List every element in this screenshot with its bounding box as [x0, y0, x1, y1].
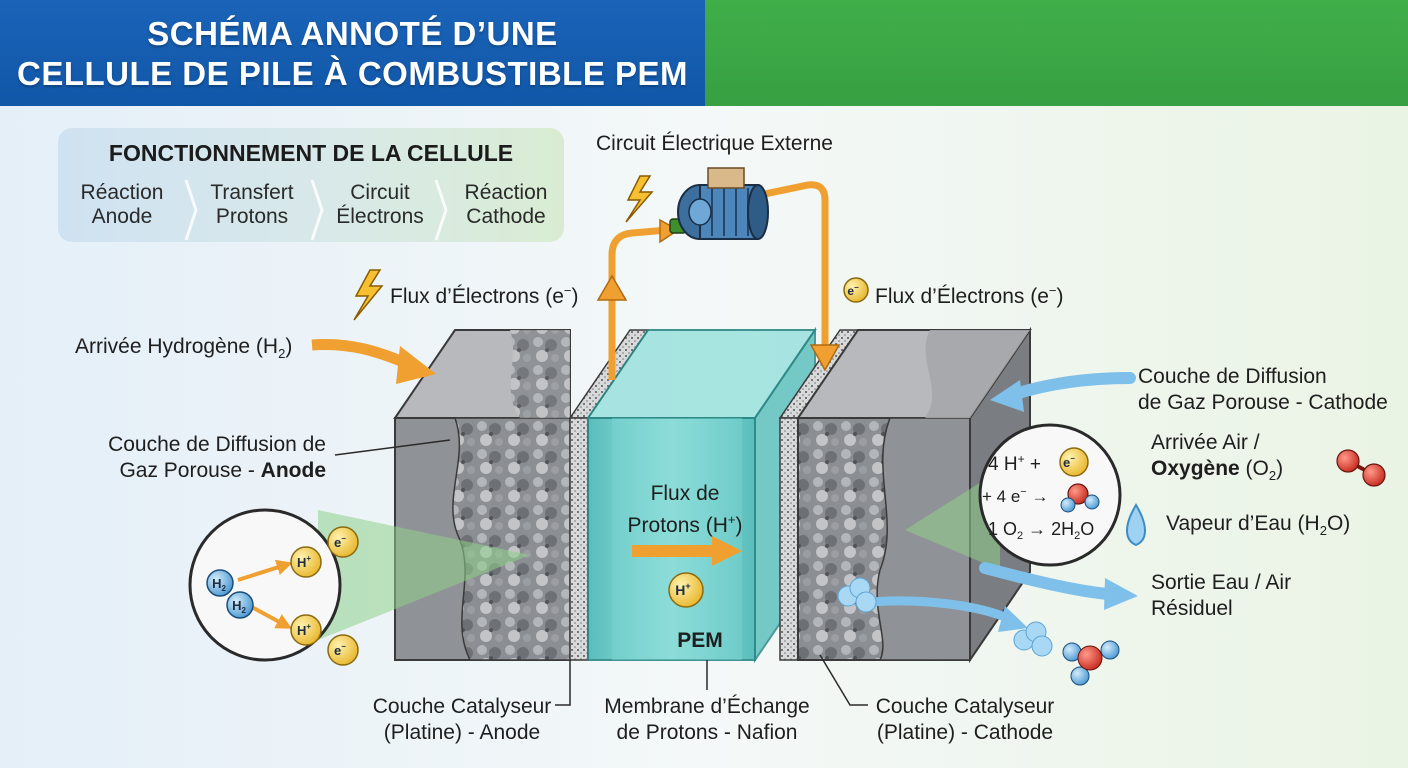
water-vapor-label: Vapeur d’Eau (H2O)	[1166, 511, 1350, 544]
cathode-catalyst-label: Couche Catalyseur (Platine) - Cathode	[870, 694, 1060, 746]
exit-arrowhead	[1104, 578, 1138, 610]
membrane-label: Membrane d’Échange de Protons - Nafion	[600, 694, 814, 746]
electron-flux-label-left: Flux d’Électrons (e−)	[390, 278, 579, 310]
equation-line-2: + 4 e− →	[982, 486, 1048, 506]
external-circuit-label: Circuit Électrique Externe	[596, 131, 833, 157]
electron-flux-label-right: Flux d’Électrons (e−)	[875, 278, 1064, 310]
cathode-gdl-label: Couche de Diffusion de Gaz Porouse - Cat…	[1138, 364, 1388, 416]
water-molecule-icon	[1063, 641, 1119, 685]
equation-line-1: 4 H+ +	[988, 452, 1041, 475]
hydrogen-inlet-label: Arrivée Hydrogène (H2)	[75, 334, 292, 367]
anode-gas-diffusion-layer	[395, 330, 570, 660]
proton-flux-arrow	[632, 545, 714, 557]
air-oxygen-inlet-label: Arrivée Air / Oxygène (O2)	[1151, 430, 1283, 489]
exit-label: Sortie Eau / Air Résiduel	[1151, 570, 1291, 622]
hydrogen-inlet-arrow	[312, 344, 408, 364]
water-droplet-icon	[1127, 505, 1145, 545]
lightning-icon	[626, 176, 652, 222]
lightning-icon	[354, 270, 382, 320]
motor-icon	[670, 168, 768, 239]
anode-gdl-label: Couche de Diffusion de Gaz Porouse - Ano…	[100, 432, 326, 484]
pem-label: PEM	[650, 628, 750, 654]
proton-flux-label: Flux de Protons (H+)	[612, 481, 758, 539]
oxygen-molecule-icon	[1337, 450, 1385, 486]
anode-catalyst-label: Couche Catalyseur (Platine) - Anode	[372, 694, 552, 746]
